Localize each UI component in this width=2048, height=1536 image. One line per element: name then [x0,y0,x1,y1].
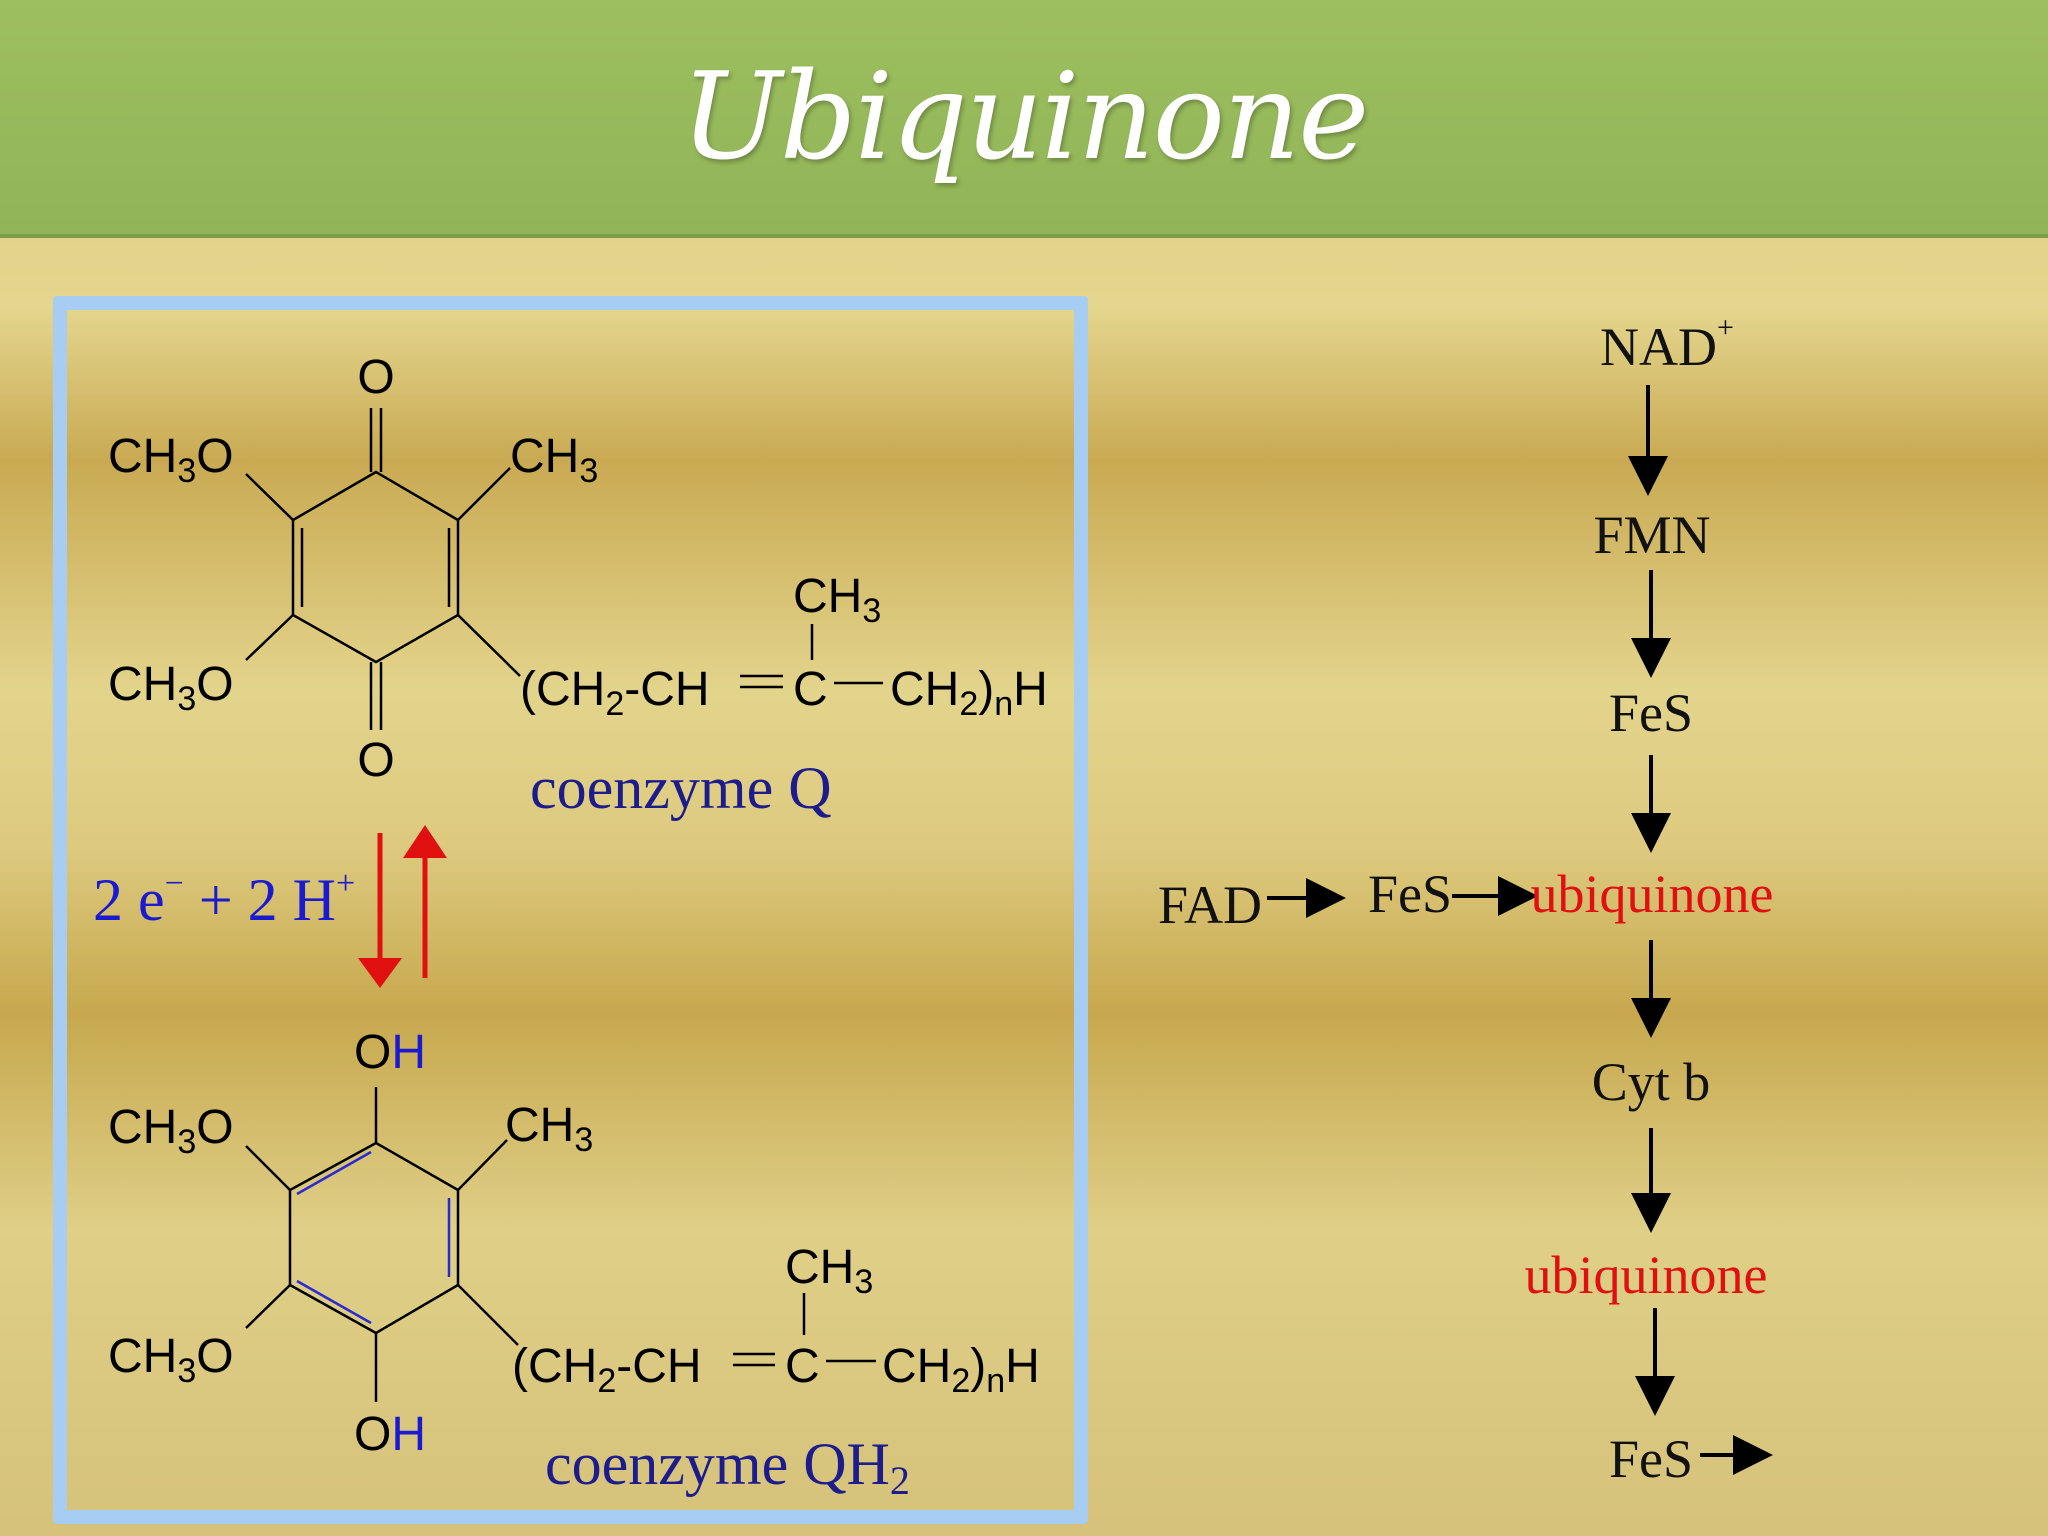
title-bar: Ubiquinone [0,0,2048,238]
pathway-fad: FAD [1158,875,1262,935]
oxidation-arrow-head [403,825,447,858]
pathway-fes-side: FeS [1368,864,1452,924]
reduction-arrow-head [358,958,402,988]
hydroxyl-bottom-label: OH [354,1408,426,1461]
pathway-ubiquinone-2: ubiquinone [1525,1245,1768,1305]
hydroxyl-top-label: OH [354,1026,426,1079]
chain-tail-label: CH2)nH [882,1340,1040,1400]
pathway-fes-1: FeS [1609,683,1693,743]
oxygen-top-label: O [357,351,394,404]
oxygen-bottom-label: O [357,734,394,787]
methyl-chain-label: CH3 [793,570,881,630]
isoprene-chain-label: (CH2-CH [512,1340,702,1400]
electrons-protons-label: 2 e− + 2 H+ [93,865,355,933]
pathway-nad: NAD+ [1600,311,1734,377]
coenzyme-q-caption: coenzyme Q [530,755,832,821]
hydroquinone-ring [288,1141,460,1335]
chain-tail-label: CH2)nH [890,663,1048,723]
quinone-ring [291,470,460,664]
structure-panel [53,296,1088,1524]
electron-pathway: NAD+ FMN FeS FAD FeS ubiquinone Cyt b ub… [1158,311,1773,1489]
slide-title: Ubiquinone [680,47,1370,187]
pathway-ubiquinone-1: ubiquinone [1531,864,1774,924]
methyl-ring-label: CH3 [505,1099,593,1159]
methyl-chain-label: CH3 [785,1241,873,1301]
isoprene-chain-label: (CH2-CH [520,663,710,723]
aromatic-bond-1 [296,1150,372,1196]
chain-carbon-label: C [785,1340,820,1393]
pathway-cyt-b: Cyt b [1592,1052,1711,1112]
pathway-fes-2: FeS [1609,1429,1693,1489]
chain-carbon-label: C [793,663,828,716]
methoxy-upper-label: CH3O [108,1101,234,1161]
methoxy-lower-label: CH3O [108,1330,234,1390]
pathway-fmn: FMN [1593,505,1710,565]
methoxy-lower-label: CH3O [108,658,234,718]
coenzyme-q-structure: O O CH3O CH3O CH3 CH3 (CH2-CH C CH2)nH c… [108,351,1048,821]
methoxy-upper-label: CH3O [108,430,234,490]
coenzyme-qh2-caption: coenzyme QH2 [545,1431,910,1503]
redox-equilibrium: 2 e− + 2 H+ [93,825,447,988]
aromatic-bond-3 [296,1279,372,1325]
methyl-ring-label: CH3 [510,430,598,490]
coenzyme-qh2-structure: OH OH CH3O CH3O CH3 CH3 (CH2-CH C CH2)nH… [108,1026,1040,1503]
